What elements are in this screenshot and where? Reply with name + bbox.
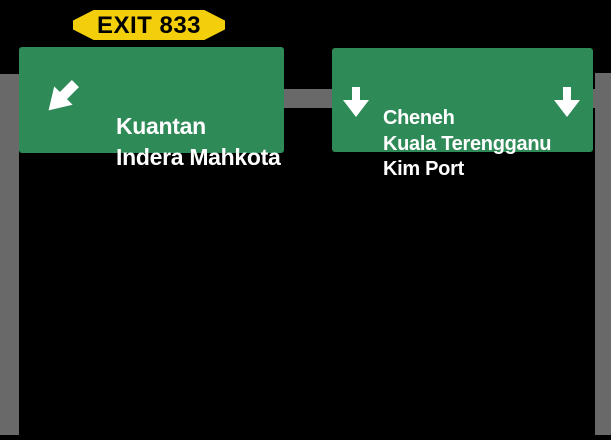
sign-line: Kuala Terengganu — [383, 132, 552, 155]
arrow-down-left-icon — [40, 75, 84, 119]
sign-kuantan: Kuantan Indera Mahkota — [19, 47, 284, 170]
arrow-down-icon — [343, 87, 369, 117]
sign-line: Indera Mahkota — [116, 144, 281, 170]
sign-line: Cheneh — [383, 107, 455, 129]
gantry-post-right — [595, 73, 611, 435]
sign-line: Kim Port — [383, 158, 464, 180]
exit-badge-octagon — [68, 5, 230, 45]
exit-badge-label: EXIT 833 — [96, 11, 202, 39]
gantry-post-left — [0, 74, 19, 435]
sign-line: Kuantan — [116, 113, 206, 139]
sign-cheneh: Cheneh Kuala Terengganu Kim Port — [332, 48, 593, 180]
arrow-down-icon — [554, 87, 580, 117]
exit-badge: EXIT 833 — [68, 5, 230, 45]
sign-cheneh-lines: Cheneh Kuala Terengganu Kim Port — [383, 106, 552, 183]
sign-kuantan-lines: Kuantan Indera Mahkota — [116, 111, 281, 173]
